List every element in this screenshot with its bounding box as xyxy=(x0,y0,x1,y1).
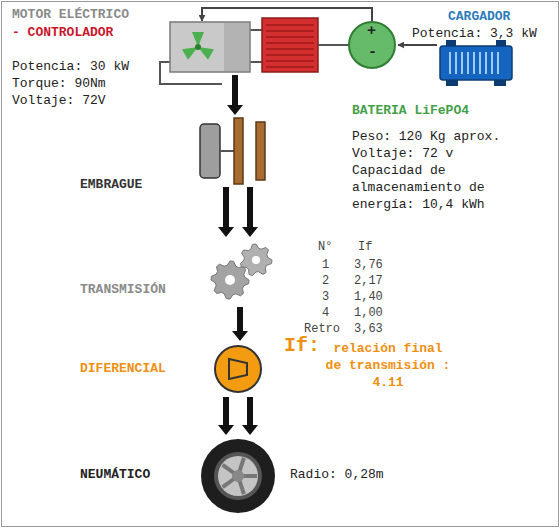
table-cell: Retro xyxy=(304,322,340,337)
spec-text: Voltaje: 72 v xyxy=(352,145,453,162)
tire-wheel-icon xyxy=(200,438,276,514)
tire-wheel: NEUMÁTICORadio: 0,28m xyxy=(200,438,276,514)
flow-arrow xyxy=(218,187,258,237)
differential-unit-icon xyxy=(213,344,263,394)
table-cell: 3,63 xyxy=(354,322,383,337)
flow-arrow xyxy=(227,75,243,115)
clutch-assembly: EMBRAGUE xyxy=(200,118,276,184)
table-cell: 2 xyxy=(322,274,329,289)
component-title: BATERIA LiFePO4 xyxy=(352,102,469,119)
gearbox: TRANSMISIÓN xyxy=(206,240,276,304)
flow-arrow xyxy=(218,397,258,435)
table-cell: 3,76 xyxy=(354,258,383,273)
component-title: DIFERENCIAL xyxy=(80,360,166,377)
ratio-symbol: If: xyxy=(284,334,320,358)
component-title: TRANSMISIÓN xyxy=(80,281,166,298)
power-wire xyxy=(250,29,262,31)
ratio-note: relación final de transmisión : 4.11 xyxy=(322,340,454,391)
motor-controller-icon xyxy=(170,22,250,72)
gearbox-icon xyxy=(206,240,276,304)
spec-text: Radio: 0,28m xyxy=(290,466,384,483)
spec-text: Voltaje: 72V xyxy=(12,92,106,109)
clutch-assembly-icon xyxy=(200,118,276,184)
power-cable xyxy=(398,44,437,46)
table-cell: 1 xyxy=(322,258,329,273)
table-cell: 1,00 xyxy=(354,306,383,321)
table-cell: 3 xyxy=(322,290,329,305)
charger-unit-icon xyxy=(438,40,514,86)
spec-text: Peso: 120 Kg aprox. xyxy=(352,128,500,145)
terminal-sign: + xyxy=(367,23,376,40)
power-wire xyxy=(250,61,262,63)
table-cell: N° xyxy=(318,240,332,255)
flow-arrow xyxy=(232,307,248,341)
motor-controller: MOTOR ELÉCTRICO- CONTROLADORPotencia: 30… xyxy=(170,22,250,72)
terminal-sign: - xyxy=(368,44,377,61)
charger-unit: CARGADORPotencia: 3,3 kW xyxy=(438,40,514,86)
spec-text: Torque: 90Nm xyxy=(12,75,106,92)
differential-unit: DIFERENCIALIf:relación final de transmis… xyxy=(213,344,263,394)
component-title: EMBRAGUE xyxy=(80,176,142,193)
component-title: CARGADOR xyxy=(448,8,510,25)
table-cell: 2,17 xyxy=(354,274,383,289)
table-cell: If xyxy=(358,240,372,255)
battery-pack: +-BATERIA LiFePO4Peso: 120 Kg aprox.Volt… xyxy=(262,16,396,74)
component-title: NEUMÁTICO xyxy=(80,466,150,483)
spec-text: Potencia: 30 kW xyxy=(12,58,129,75)
component-title: MOTOR ELÉCTRICO xyxy=(12,6,129,23)
spec-text: Capacidad de almacenamiento de energía: … xyxy=(352,162,502,213)
spec-text: Potencia: 3,3 kW xyxy=(412,25,537,42)
component-title: - CONTROLADOR xyxy=(12,24,113,41)
table-cell: 1,40 xyxy=(354,290,383,305)
table-cell: 4 xyxy=(322,306,329,321)
